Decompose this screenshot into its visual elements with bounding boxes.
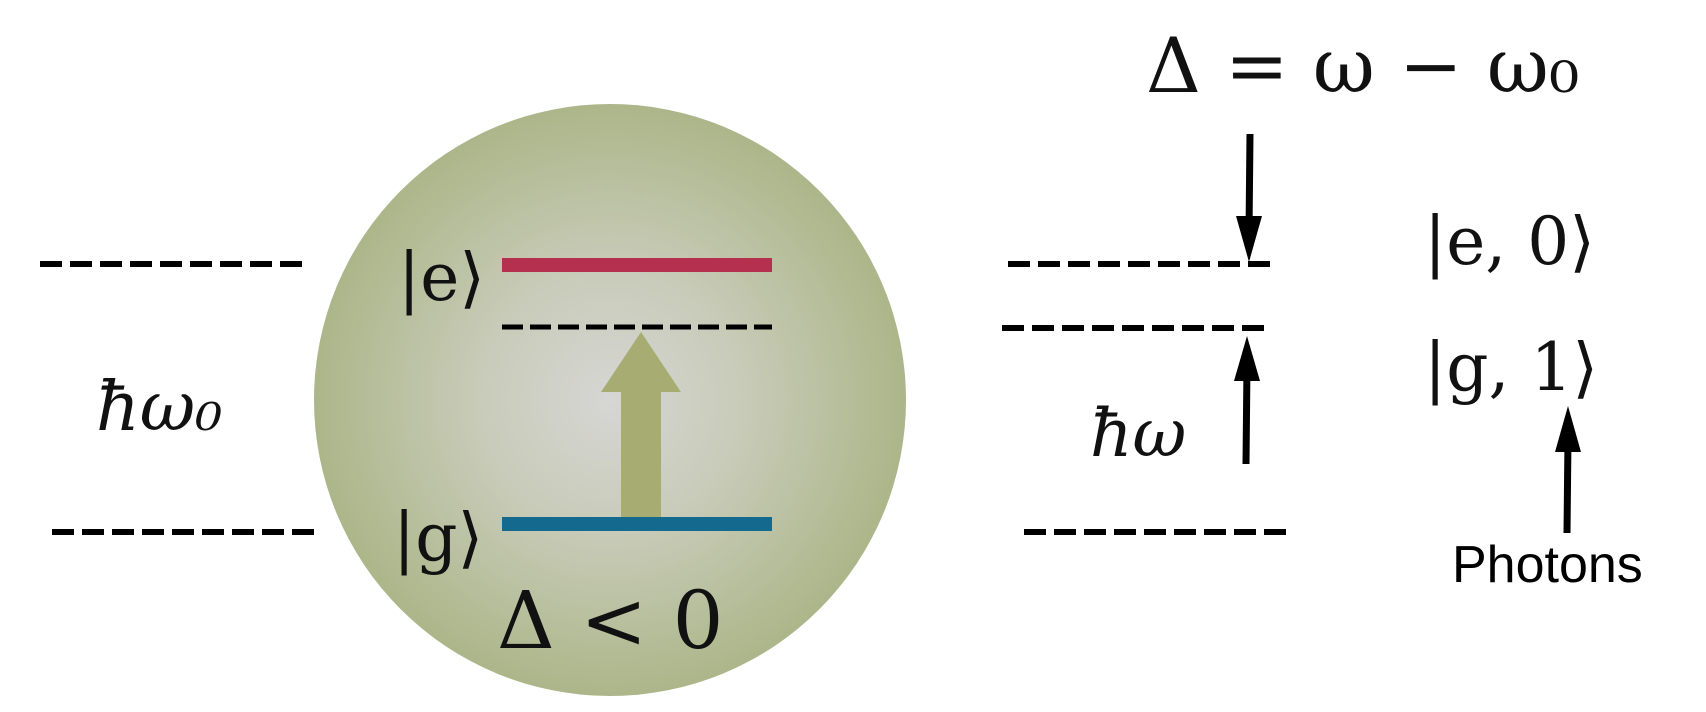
hbar-omega0-text: ħω₀ [96, 368, 223, 447]
ket-g1-label: |g, 1⟩ [1424, 329, 1598, 406]
detuning-condition-label: Δ < 0 [497, 574, 724, 667]
ket-e-label: |e⟩ [398, 239, 485, 316]
ket-g-label: |g⟩ [393, 499, 483, 576]
detuning-down-arrow [1236, 133, 1262, 262]
hbar-omega-label: ħω [1090, 395, 1186, 472]
hbar-omega0-label: ħω₀ [96, 368, 223, 447]
detuning-definition-label: Δ = ω − ω₀ [1146, 21, 1579, 110]
photons-label: Photons [1452, 536, 1643, 594]
atom-sphere [314, 104, 906, 696]
absorption-arrow [601, 332, 681, 517]
photon-energy-up-arrow [1234, 336, 1260, 465]
ket-e0-label: |e, 0⟩ [1424, 203, 1595, 280]
photons-pointer-arrow [1555, 406, 1581, 534]
